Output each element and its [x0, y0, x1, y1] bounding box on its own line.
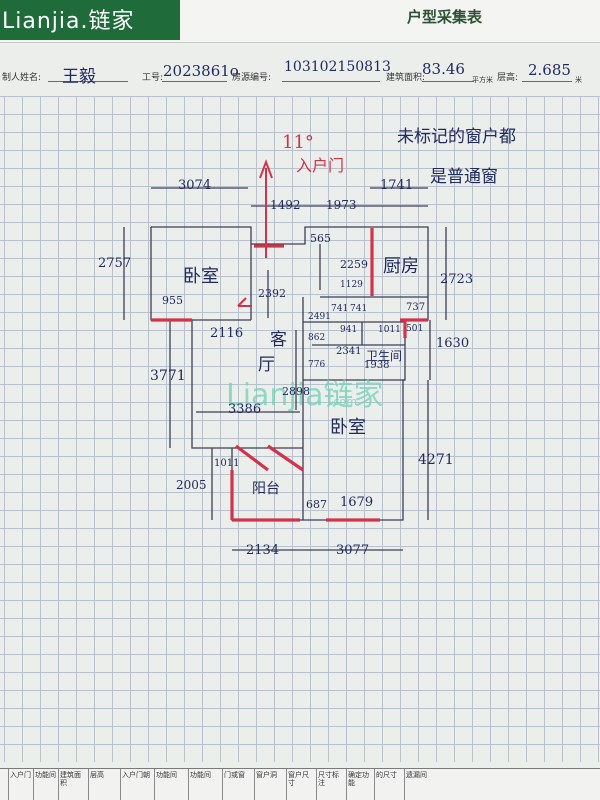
footer-col: 遗漏间: [404, 769, 436, 800]
house-no-line: [282, 81, 380, 82]
dim-687: 687: [306, 498, 327, 511]
dim-3386: 3386: [228, 402, 262, 417]
note-windows-line2: 是普通窗: [430, 167, 498, 187]
graph-paper: [0, 96, 600, 762]
footer-col: 功能间: [154, 769, 188, 800]
room-living: 客: [270, 330, 287, 350]
form-title: 户型采集表: [407, 8, 483, 26]
house-no-value: 103102150813: [284, 59, 391, 75]
footer-col: 门或窗: [222, 769, 254, 800]
maker-label: 制人姓名:: [2, 73, 42, 83]
room-kitchen: 厨房: [383, 256, 419, 277]
dim-2898: 2898: [282, 385, 310, 398]
dim-1741: 1741: [380, 178, 414, 193]
dim-2341: 2341: [336, 346, 362, 357]
dim-3771: 3771: [150, 368, 186, 384]
dim-955: 955: [162, 294, 183, 307]
entrance-number: 11°: [282, 132, 314, 153]
floor-height-value: 2.685: [528, 61, 571, 79]
footer-col: 尺寸标注: [316, 769, 346, 800]
dim-501: 501: [406, 324, 424, 334]
entrance-arrow-head: [259, 159, 273, 179]
dim-4271: 4271: [418, 452, 454, 468]
footer-col: 窗户洞: [254, 769, 286, 800]
lianjia-logo: Lianjia.链家: [0, 0, 180, 40]
area-value: 83.46: [422, 60, 465, 78]
house-no-label: 房源编号:: [232, 73, 272, 83]
dim-2392: 2392: [258, 287, 286, 300]
dim-862: 862: [308, 333, 326, 343]
dim-1973: 1973: [326, 198, 357, 212]
floor-height-line: [522, 81, 572, 82]
dim-2723: 2723: [440, 272, 474, 287]
footer-col: 的尺寸: [374, 769, 404, 800]
footer-col: 窗户尺寸: [286, 769, 316, 800]
dim-737: 737: [406, 302, 426, 313]
area-line: [422, 81, 474, 82]
staff-no-value: 2023861o: [163, 62, 239, 80]
door-balcony2: [267, 444, 304, 472]
door-balcony: [235, 444, 269, 472]
lianjia-watermark-sub: .com: [330, 395, 357, 408]
area-unit: 平方米: [472, 76, 493, 84]
logo-text: Lianjia.链家: [2, 9, 135, 34]
room-bedroom-se: 卧室: [330, 417, 366, 438]
footer-col: 功能间: [33, 769, 58, 800]
dim-3074: 3074: [178, 178, 212, 193]
dim-1679: 1679: [340, 495, 374, 510]
note-windows-line1: 未标记的窗户都: [397, 127, 516, 147]
floor-height-label: 层高:: [497, 73, 519, 83]
dim-941: 941: [340, 325, 358, 335]
dim-2134: 2134: [246, 543, 280, 558]
room-balcony: 阳台: [252, 481, 280, 497]
lianjia-watermark: Lianjia链家: [226, 378, 384, 413]
dim-2005: 2005: [176, 478, 207, 492]
dim-balcony-1011: 1011: [214, 458, 240, 469]
dim-2757: 2757: [98, 256, 132, 271]
dim-1011: 1011: [378, 325, 401, 335]
area-label: 建筑面积:: [386, 73, 426, 83]
sheet-header: Lianjia.链家 户型采集表: [0, 0, 600, 43]
staff-no-label: 工号:: [142, 73, 164, 83]
dim-1129: 1129: [340, 280, 363, 290]
dim-2491: 2491: [308, 312, 331, 322]
footer-col: 确定功能: [346, 769, 374, 800]
dim-3077: 3077: [336, 543, 370, 558]
staff-no-line: [162, 81, 227, 82]
room-bathroom: 卫生间: [366, 349, 403, 363]
footer-col: 入户门朝: [120, 769, 154, 800]
footer-col: 层高: [88, 769, 120, 800]
dim-565: 565: [310, 232, 331, 245]
room-living-2: 厅: [258, 355, 275, 375]
footer-col: 建筑面积: [58, 769, 88, 800]
dim-2116: 2116: [210, 326, 244, 341]
dim-741b: 741: [350, 304, 368, 314]
maker-value: 王毅: [62, 67, 96, 87]
checklist-footer: 入户门 功能间 建筑面积 层高 入户门朝 功能间 功能间 门或窗 窗户洞 窗户尺…: [0, 768, 600, 800]
entrance-label: 入户门: [296, 156, 345, 175]
footer-col: 功能间: [188, 769, 222, 800]
footer-col: 入户门: [8, 769, 33, 800]
dim-776: 776: [308, 360, 326, 370]
maker-line: [48, 81, 128, 82]
room-bedroom-nw: 卧室: [183, 266, 219, 287]
dim-1938: 1938: [364, 360, 390, 371]
dim-1492: 1492: [270, 198, 301, 212]
dim-1630: 1630: [436, 336, 470, 351]
dim-741a: 741: [331, 304, 349, 314]
arrow-corridor2: [237, 297, 247, 307]
dim-2259: 2259: [340, 258, 368, 271]
floor-height-unit: 米: [575, 76, 582, 84]
